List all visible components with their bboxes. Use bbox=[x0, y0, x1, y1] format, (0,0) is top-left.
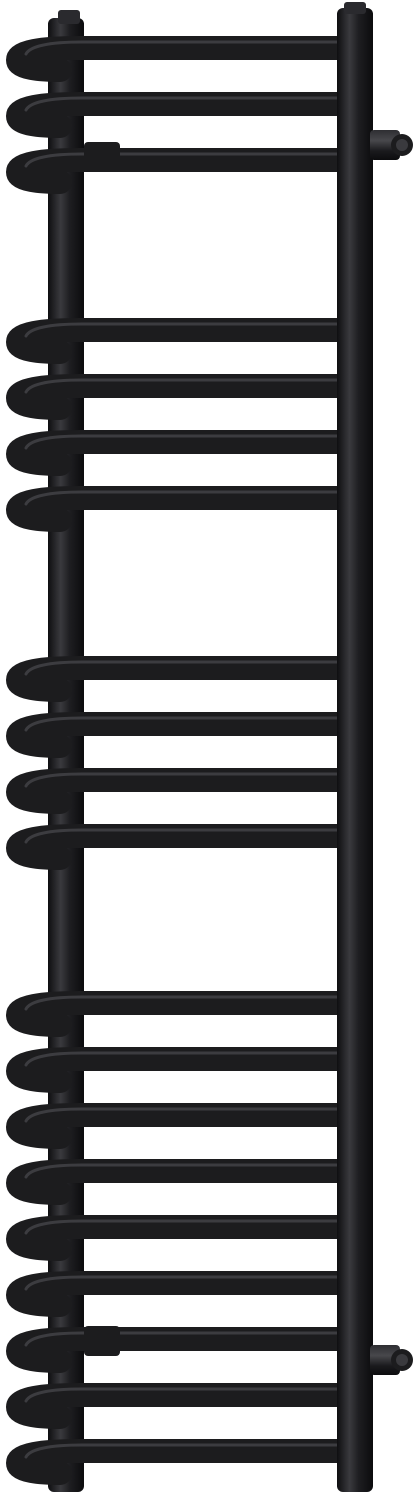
towel-rail-highlight bbox=[24, 1163, 346, 1179]
towel-rail bbox=[5, 1271, 362, 1317]
towel-rail bbox=[5, 768, 362, 814]
towel-rail bbox=[5, 36, 362, 82]
towel-rail bbox=[5, 1159, 362, 1205]
towel-rail-highlight bbox=[24, 96, 346, 112]
towel-rail-highlight bbox=[24, 1051, 346, 1067]
towel-rail bbox=[5, 1103, 362, 1149]
towel-rail bbox=[5, 374, 362, 420]
towel-rail bbox=[5, 1383, 362, 1429]
towel-rail-highlight bbox=[24, 434, 346, 450]
left-upright-cap bbox=[58, 10, 80, 24]
towel-rail-highlight bbox=[24, 322, 346, 338]
towel-rail bbox=[5, 148, 362, 194]
towel-rail bbox=[5, 991, 362, 1037]
towel-rail-highlight bbox=[24, 772, 346, 788]
towel-rail bbox=[5, 92, 362, 138]
towel-rail bbox=[5, 1327, 362, 1373]
right-upright-tube bbox=[337, 8, 373, 1492]
towel-rail-highlight bbox=[24, 1443, 346, 1459]
towel-rail-highlight bbox=[24, 1219, 346, 1235]
towel-rail-highlight bbox=[24, 828, 346, 844]
right-upright-cap bbox=[344, 2, 366, 14]
towel-rail-highlight bbox=[24, 152, 346, 168]
towel-rail-highlight bbox=[24, 1275, 346, 1291]
towel-rail bbox=[5, 1439, 362, 1485]
towel-rail bbox=[5, 824, 362, 870]
top-left-bracket bbox=[84, 142, 120, 172]
towel-rail-highlight bbox=[24, 1331, 346, 1347]
rail-group bbox=[5, 36, 362, 1485]
towel-rail-highlight bbox=[24, 660, 346, 676]
bottom-left-bracket bbox=[84, 1326, 120, 1356]
bottom-wall-bracket bbox=[370, 1345, 413, 1375]
towel-rail bbox=[5, 656, 362, 702]
towel-rail bbox=[5, 430, 362, 476]
towel-rail bbox=[5, 712, 362, 758]
top-wall-bracket bbox=[370, 130, 413, 160]
towel-rail-highlight bbox=[24, 995, 346, 1011]
towel-rail-highlight bbox=[24, 1387, 346, 1403]
towel-rail bbox=[5, 1047, 362, 1093]
towel-rail-highlight bbox=[24, 716, 346, 732]
towel-rail bbox=[5, 486, 362, 532]
towel-rail-highlight bbox=[24, 40, 346, 56]
towel-rail-highlight bbox=[24, 1107, 346, 1123]
towel-rail-highlight bbox=[24, 490, 346, 506]
towel-rail-highlight bbox=[24, 378, 346, 394]
towel-rail bbox=[5, 318, 362, 364]
towel-rail bbox=[5, 1215, 362, 1261]
